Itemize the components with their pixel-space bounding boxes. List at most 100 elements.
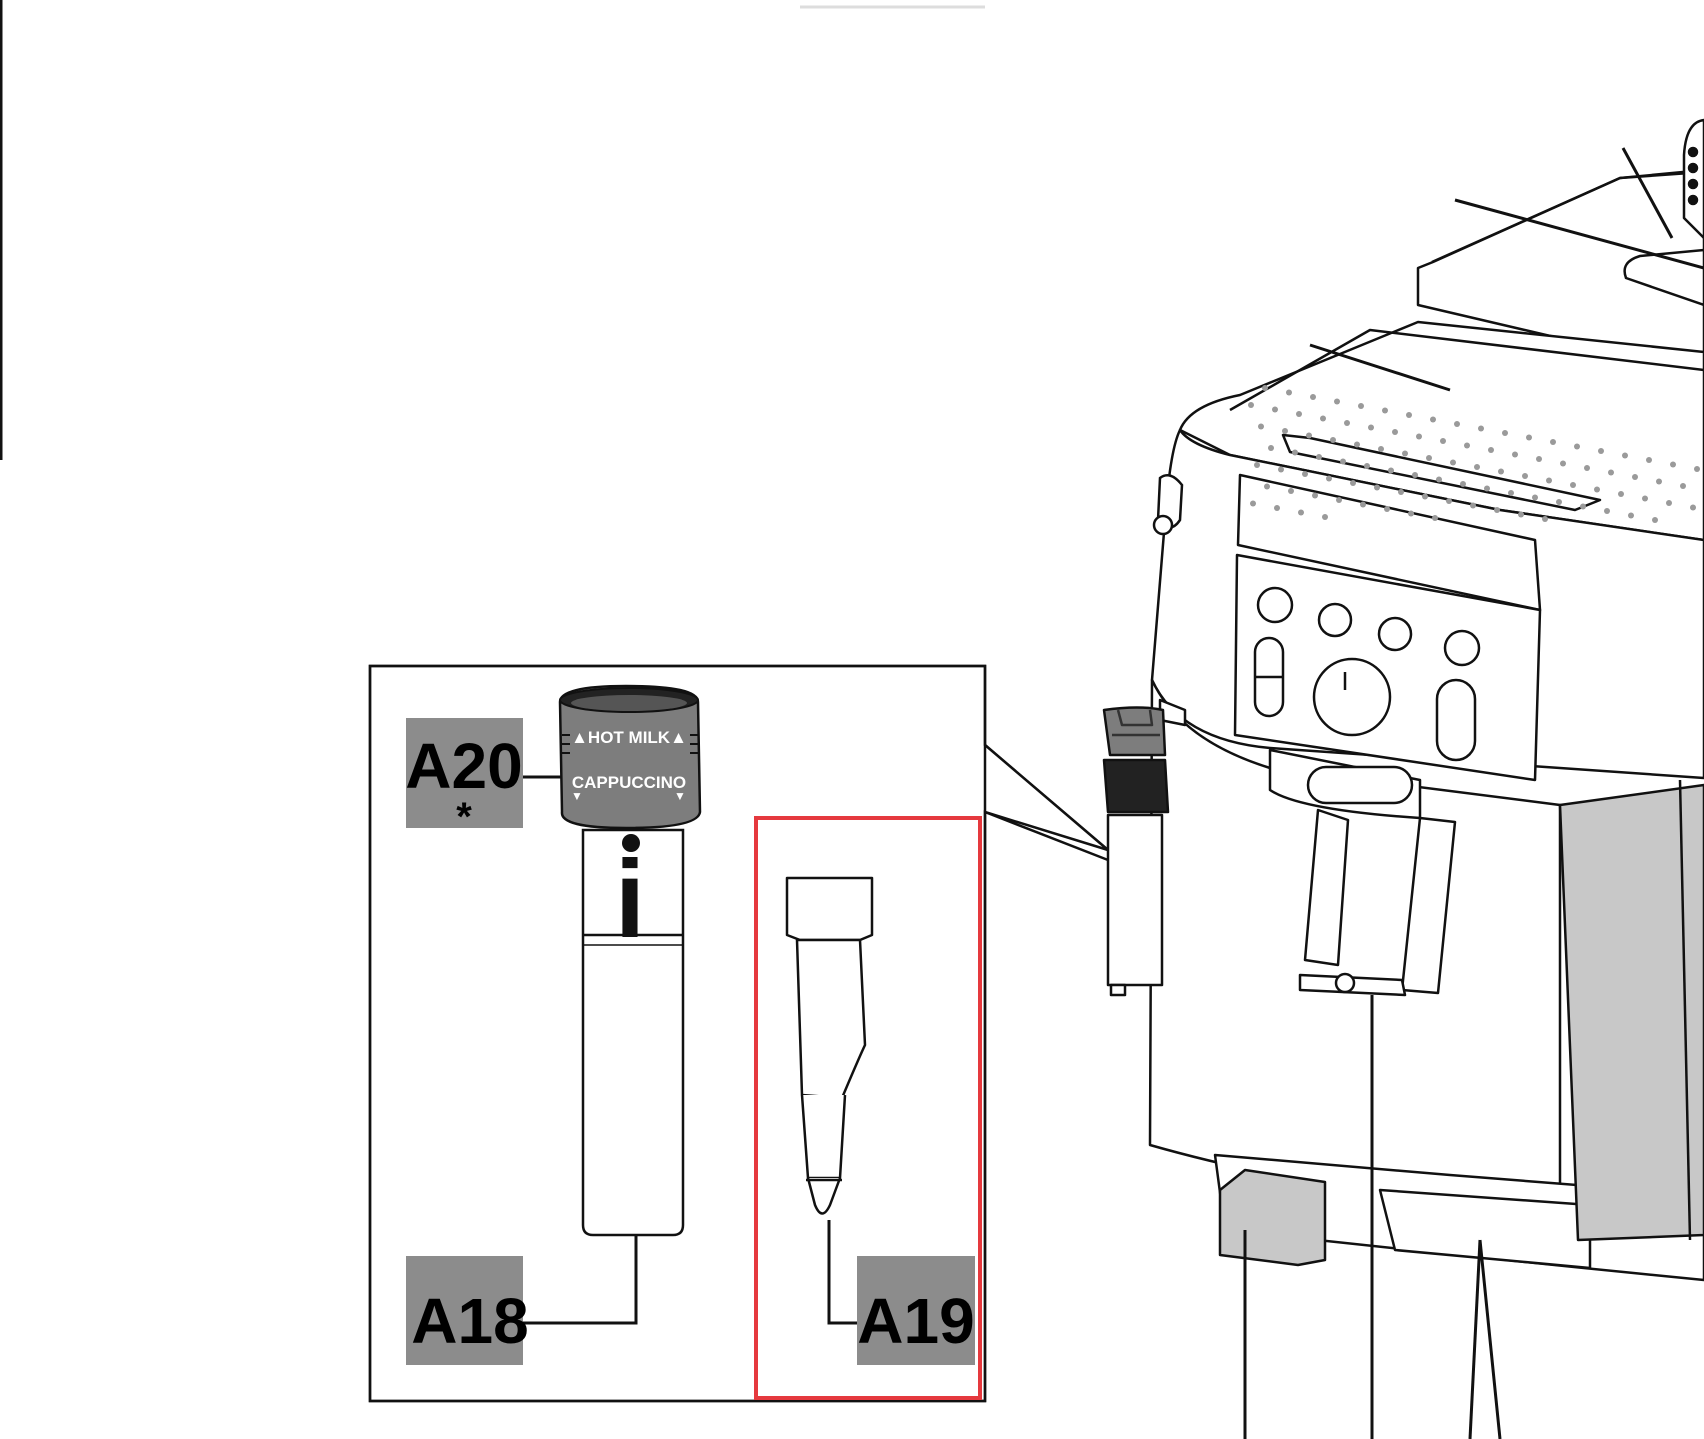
warmer-dot xyxy=(1608,469,1614,476)
warmer-dot xyxy=(1264,483,1270,490)
warmer-dot xyxy=(1470,502,1476,509)
warmer-dot xyxy=(1360,501,1366,508)
warmer-dot xyxy=(1694,466,1700,472)
leader-lines xyxy=(523,775,857,1325)
warmer-dot xyxy=(1262,385,1268,391)
label-a20: A20 * xyxy=(405,718,523,839)
warmer-dot xyxy=(1488,447,1494,453)
cup-warmer-dots xyxy=(1248,385,1700,523)
warmer-dot xyxy=(1374,484,1380,491)
warmer-dot xyxy=(1484,485,1490,492)
warmer-dot xyxy=(1292,449,1298,456)
warmer-dot xyxy=(1250,500,1256,507)
warmer-dot xyxy=(1340,458,1346,465)
cappuccino-dial[interactable]: ▲HOT MILK▲ CAPPUCCINO ▼ ▼ xyxy=(558,684,702,830)
warmer-dot xyxy=(1622,452,1628,459)
warmer-dot xyxy=(1550,439,1556,445)
warmer-dot xyxy=(1322,514,1328,520)
warmer-dot xyxy=(1368,424,1374,431)
warmer-dot xyxy=(1398,489,1404,495)
warmer-dot xyxy=(1334,398,1340,405)
warmer-dot xyxy=(1646,457,1652,463)
warmer-dot xyxy=(1408,510,1414,517)
warmer-dot xyxy=(1336,497,1342,503)
warmer-dot xyxy=(1556,499,1562,505)
warmer-dot xyxy=(1316,454,1322,460)
warmer-dot xyxy=(1436,476,1442,483)
warmer-dot xyxy=(1632,474,1638,480)
tube-logo-dot xyxy=(622,834,640,852)
dial-hot-milk-text: ▲HOT MILK▲ xyxy=(571,728,687,747)
warmer-dot xyxy=(1604,508,1610,514)
button-1 xyxy=(1256,586,1294,624)
warmer-dot xyxy=(1628,512,1634,519)
button-3 xyxy=(1377,616,1413,652)
warmer-dot xyxy=(1254,462,1260,468)
warmer-dot xyxy=(1526,434,1532,441)
warmer-dot xyxy=(1298,509,1304,516)
warmer-dot xyxy=(1354,441,1360,448)
warmer-dot xyxy=(1570,482,1576,488)
warmer-dot xyxy=(1358,403,1364,409)
label-a19-code: A19 xyxy=(857,1285,974,1357)
label-a18-code: A18 xyxy=(411,1285,528,1357)
warmer-dot xyxy=(1288,488,1294,494)
warmer-dot xyxy=(1656,478,1662,485)
warmer-dot xyxy=(1450,459,1456,466)
side-hook xyxy=(1152,473,1184,536)
warmer-dot xyxy=(1680,483,1686,489)
warmer-dot xyxy=(1402,450,1408,457)
label-a20-mark: * xyxy=(456,795,472,839)
warmer-dot xyxy=(1248,402,1254,408)
warmer-dot xyxy=(1296,411,1302,417)
warmer-dot xyxy=(1594,486,1600,493)
warmer-dot xyxy=(1364,463,1370,469)
warmer-dot xyxy=(1574,443,1580,450)
warmer-dot xyxy=(1282,428,1288,434)
warmer-dot xyxy=(1494,507,1500,513)
warmer-dot xyxy=(1426,455,1432,461)
warmer-dot xyxy=(1320,415,1326,422)
warmer-dot xyxy=(1522,473,1528,479)
dial-arrow-right: ▼ xyxy=(674,789,686,803)
warmer-dot xyxy=(1440,438,1446,444)
warmer-dot xyxy=(1502,430,1508,436)
spout-left xyxy=(1303,808,1350,967)
warmer-dot xyxy=(1286,389,1292,396)
selector-dial xyxy=(1312,657,1392,737)
warmer-dot xyxy=(1580,503,1586,510)
label-a19: A19 xyxy=(857,1256,975,1365)
warmer-dot xyxy=(1306,432,1312,439)
warmer-dot xyxy=(1406,412,1412,418)
cappuccino-maker-tube: i xyxy=(581,828,685,1237)
warmer-dot xyxy=(1392,429,1398,435)
warmer-dot xyxy=(1330,437,1336,443)
warmer-dot xyxy=(1560,460,1566,467)
warmer-dot xyxy=(1344,420,1350,426)
warmer-dot xyxy=(1350,480,1356,486)
warmer-dot xyxy=(1388,467,1394,474)
inset-box xyxy=(368,664,987,1403)
label-a20-code: A20 xyxy=(405,730,522,802)
warmer-dot xyxy=(1478,425,1484,432)
warmer-dot xyxy=(1312,492,1318,499)
warmer-dot xyxy=(1460,481,1466,487)
warmer-dot xyxy=(1326,475,1332,482)
water-tray-float xyxy=(1218,1168,1327,1267)
warmer-dot xyxy=(1432,515,1438,521)
warmer-dot xyxy=(1310,394,1316,400)
warmer-dot xyxy=(1412,472,1418,478)
warmer-dot xyxy=(1378,446,1384,452)
dial-arrow-left: ▼ xyxy=(571,789,583,803)
warmer-dot xyxy=(1536,456,1542,462)
display-window xyxy=(1281,433,1602,512)
button-2 xyxy=(1317,602,1353,638)
warmer-dot xyxy=(1532,494,1538,501)
warmer-dot xyxy=(1642,495,1648,502)
warmer-dot xyxy=(1666,500,1672,506)
machine-frother xyxy=(1102,698,1187,997)
warmer-dot xyxy=(1454,421,1460,427)
warmer-dot xyxy=(1382,407,1388,414)
warmer-dot xyxy=(1258,423,1264,430)
warmer-dot xyxy=(1508,490,1514,496)
